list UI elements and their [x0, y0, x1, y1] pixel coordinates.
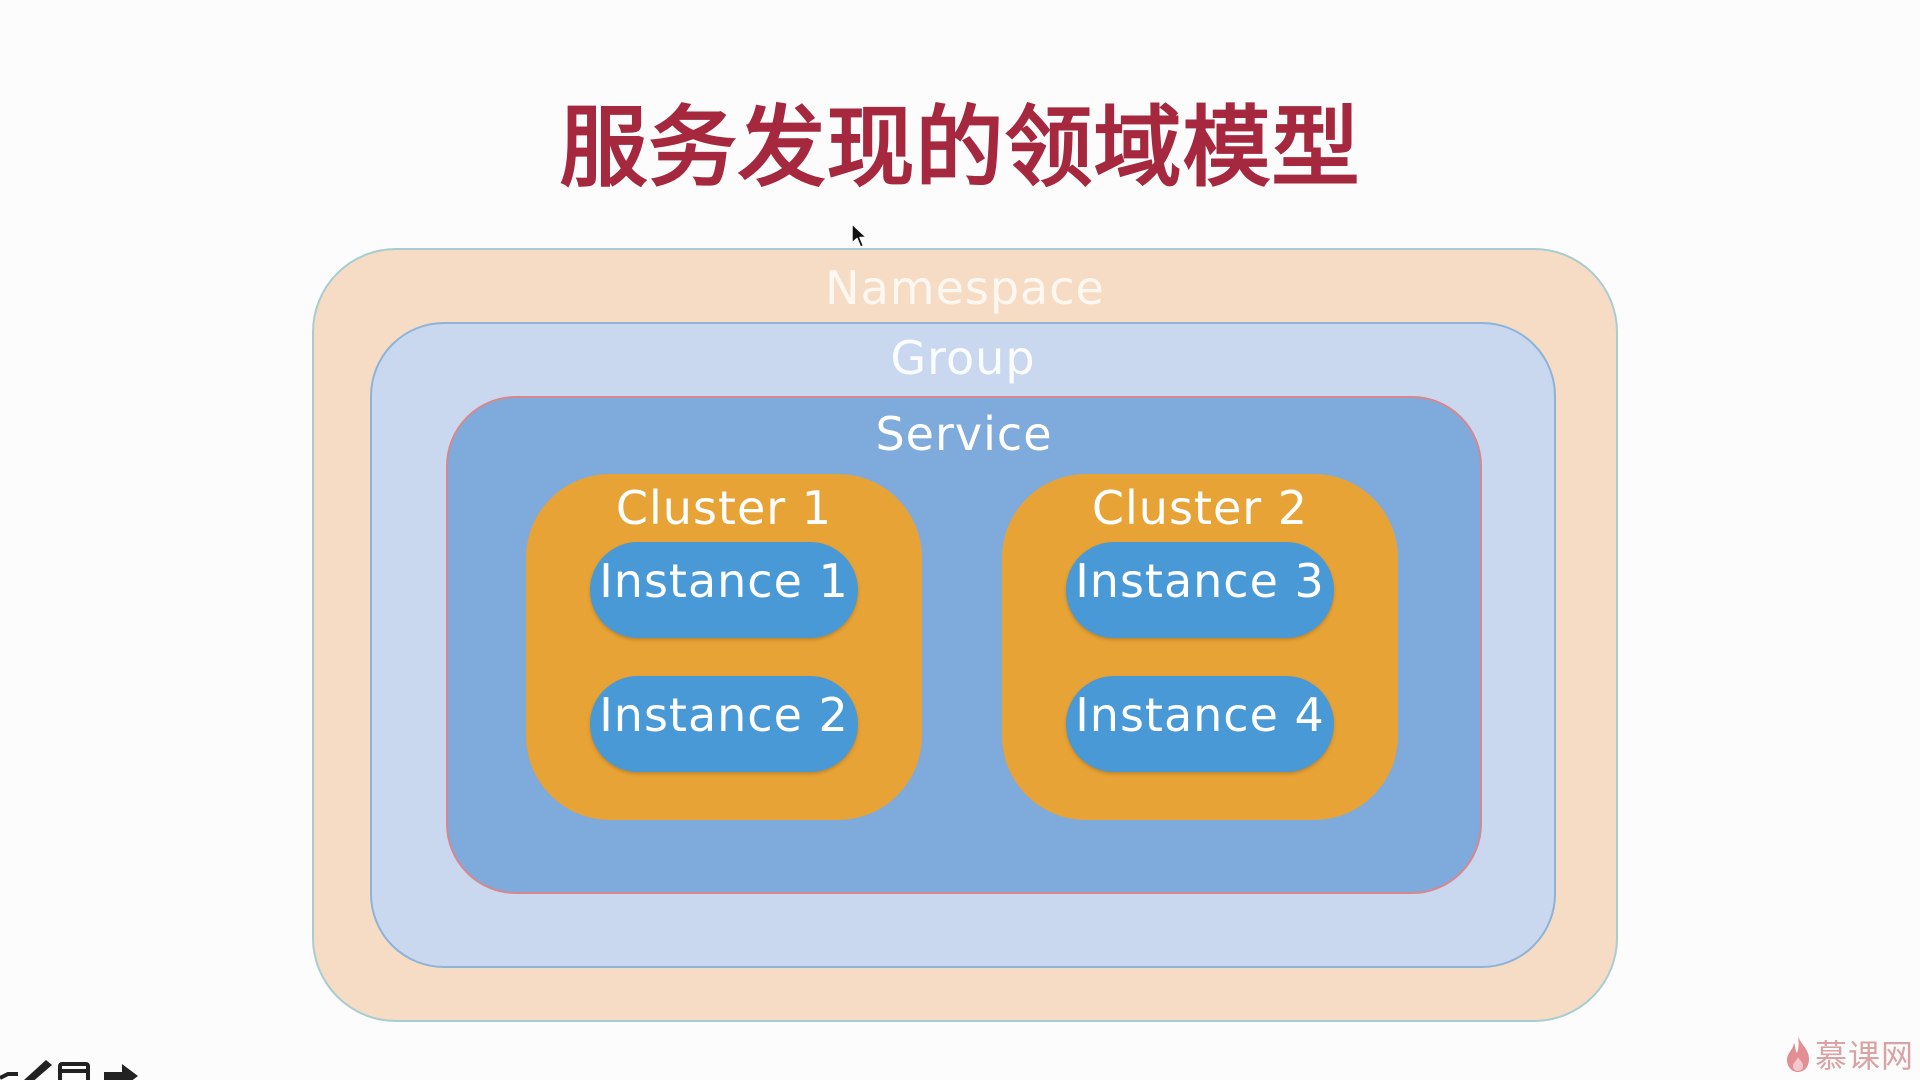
- flame-icon: [1786, 1036, 1809, 1072]
- instance-3-node: Instance 3: [1066, 542, 1334, 638]
- instance-2-node: Instance 2: [590, 676, 858, 772]
- instance-1-node: Instance 1: [590, 542, 858, 638]
- namespace-label: Namespace: [825, 261, 1105, 315]
- mouse-cursor-icon: [851, 223, 868, 248]
- cluster-1-box: Cluster 1 Instance 1 Instance 2: [526, 474, 922, 820]
- group-label: Group: [890, 331, 1036, 385]
- group-box: Group Service Cluster 1 Instance 1 Insta…: [370, 322, 1556, 968]
- service-label: Service: [875, 407, 1053, 461]
- cluster-1-label: Cluster 1: [615, 481, 833, 535]
- cluster-2-box: Cluster 2 Instance 3 Instance 4: [1002, 474, 1398, 820]
- watermark-text: 慕课网: [1814, 1037, 1914, 1075]
- window-icon[interactable]: [58, 1062, 90, 1080]
- arrow-right-icon[interactable]: [104, 1064, 138, 1080]
- cluster-2-label: Cluster 2: [1091, 481, 1309, 535]
- pen-icon[interactable]: [0, 1060, 52, 1080]
- slide-title: 服务发现的领域模型: [559, 96, 1361, 199]
- namespace-box: Namespace Group Service Cluster 1 Instan…: [312, 248, 1618, 1022]
- instance-4-node: Instance 4: [1066, 676, 1334, 772]
- service-box: Service Cluster 1 Instance 1 Instance 2 …: [446, 396, 1482, 894]
- presenter-toolbar[interactable]: [0, 1058, 150, 1080]
- watermark-logo: 慕课网: [1785, 1032, 1914, 1076]
